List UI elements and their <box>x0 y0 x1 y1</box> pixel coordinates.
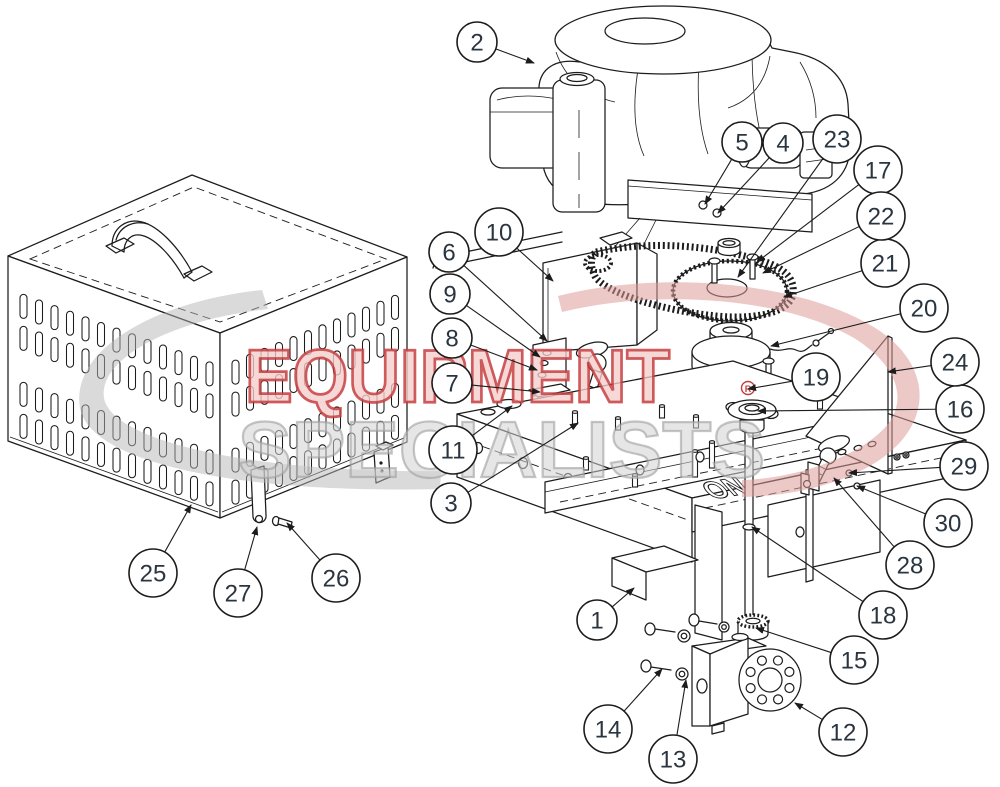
callout-24: 24 <box>887 337 980 387</box>
callout-3: 3 <box>430 422 579 524</box>
callout-layer: 1234567891011121314151617181920212223242… <box>128 21 989 784</box>
svg-text:23: 23 <box>824 127 851 154</box>
callout-9: 9 <box>429 273 541 358</box>
callout-21: 21 <box>783 238 910 298</box>
svg-text:4: 4 <box>776 131 789 158</box>
callout-25: 25 <box>128 504 192 598</box>
svg-text:27: 27 <box>225 581 252 608</box>
callout-6: 6 <box>428 231 548 342</box>
callout-11: 11 <box>428 405 513 475</box>
svg-text:14: 14 <box>595 717 622 744</box>
svg-text:10: 10 <box>486 220 513 247</box>
svg-text:24: 24 <box>942 350 969 377</box>
enclosure-cover-drawing <box>7 174 408 529</box>
callout-16: 16 <box>757 384 985 434</box>
callout-7: 7 <box>431 362 541 404</box>
callout-12: 12 <box>794 702 868 757</box>
svg-text:16: 16 <box>947 397 974 424</box>
svg-text:8: 8 <box>445 326 458 353</box>
callout-27: 27 <box>213 526 263 618</box>
callout-15: 15 <box>755 627 879 685</box>
callout-4: 4 <box>717 122 804 214</box>
callout-29: 29 <box>848 441 989 491</box>
svg-text:22: 22 <box>868 204 895 231</box>
svg-text:20: 20 <box>911 296 938 323</box>
svg-text:6: 6 <box>442 240 455 267</box>
callout-30: 30 <box>856 485 973 548</box>
callout-19: 19 <box>747 352 841 402</box>
svg-text:17: 17 <box>865 158 892 185</box>
callout-18: 18 <box>751 526 908 640</box>
enclosure-handle <box>105 220 213 282</box>
svg-text:26: 26 <box>323 566 350 593</box>
callout-5: 5 <box>704 121 763 205</box>
svg-text:9: 9 <box>443 282 456 309</box>
gearbox-drawing <box>691 632 802 735</box>
callout-10: 10 <box>474 207 554 282</box>
svg-text:7: 7 <box>445 371 458 398</box>
sprocket-bolts <box>708 253 759 284</box>
callout-14: 14 <box>583 668 663 754</box>
svg-text:13: 13 <box>660 747 687 774</box>
svg-text:29: 29 <box>951 454 978 481</box>
svg-text:12: 12 <box>830 720 857 747</box>
svg-text:3: 3 <box>444 491 457 518</box>
callout-26: 26 <box>286 522 361 603</box>
callout-8: 8 <box>431 317 538 371</box>
callout-22: 22 <box>762 191 906 274</box>
callout-28: 28 <box>833 477 935 590</box>
svg-text:30: 30 <box>935 511 962 538</box>
svg-text:18: 18 <box>870 603 897 630</box>
svg-text:2: 2 <box>470 30 483 57</box>
svg-text:25: 25 <box>140 561 167 588</box>
callout-2: 2 <box>456 21 535 64</box>
svg-text:19: 19 <box>803 365 830 392</box>
spacer-ring <box>717 237 741 257</box>
callout-23: 23 <box>737 114 862 278</box>
svg-text:1: 1 <box>590 608 603 635</box>
callout-20: 20 <box>770 283 949 348</box>
svg-text:21: 21 <box>872 251 899 278</box>
svg-text:5: 5 <box>735 130 748 157</box>
svg-text:28: 28 <box>897 553 924 580</box>
svg-text:15: 15 <box>841 648 868 675</box>
callout-13: 13 <box>648 679 698 784</box>
callout-1: 1 <box>576 587 635 641</box>
svg-text:11: 11 <box>441 438 466 465</box>
